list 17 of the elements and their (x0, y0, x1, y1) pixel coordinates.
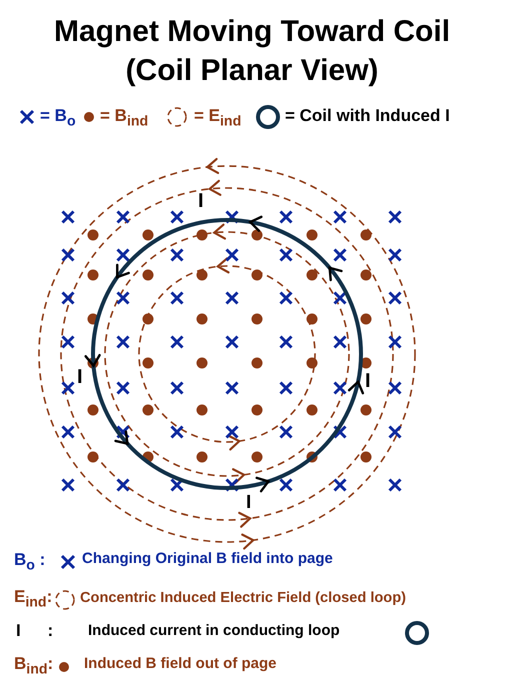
legend-description: Concentric Induced Electric Field (closed loop) (80, 590, 406, 606)
current-label: I (198, 190, 204, 212)
legend-description: Changing Original B field into page (82, 551, 333, 568)
legend-key: I : (16, 622, 54, 641)
legend-key: B$_{o}$ : (14, 551, 46, 574)
legend-label: = B$_{ind}$ (100, 107, 148, 130)
current-label: I (77, 366, 83, 388)
legend-label: = B$_{o}$ (40, 107, 76, 130)
current-label: I (365, 370, 371, 392)
legend-key: B$_{ind}$: (14, 655, 54, 678)
title: Magnet Moving Toward Coil (Coil Planar View) (52, 14, 452, 89)
legend-label: = E$_{ind}$ (194, 107, 242, 130)
current-label: I (246, 493, 252, 514)
legend-description: Induced B field out of page (84, 656, 276, 672)
legend-label: = Coil with Induced I (285, 107, 450, 126)
legend-description: Induced current in conducting loop (88, 623, 340, 640)
legend-key: E$_{ind}$: (14, 588, 52, 611)
